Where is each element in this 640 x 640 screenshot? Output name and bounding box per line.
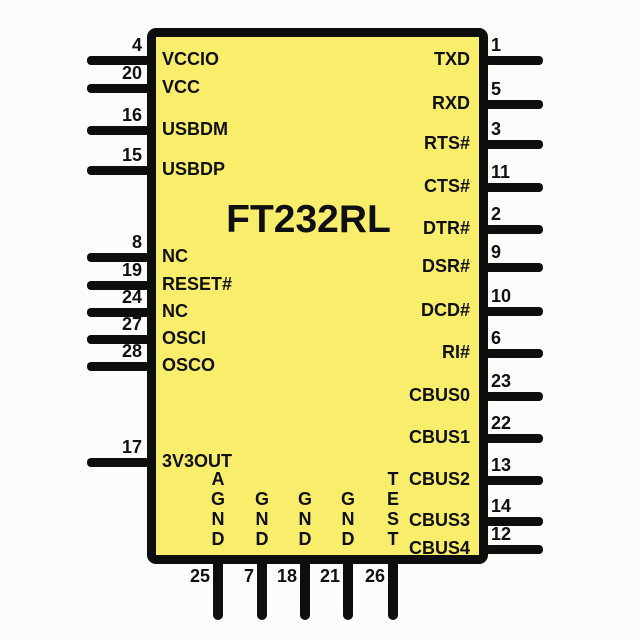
pin-number-27: 27: [121, 314, 142, 334]
pin-label-osci: OSCI: [162, 328, 207, 348]
pin-line-right-14: [485, 517, 543, 526]
pin-number-24: 24: [121, 287, 142, 307]
chip-body: [147, 28, 488, 564]
pin-label-vcc: VCC: [162, 77, 201, 97]
pin-number-6: 6: [491, 328, 502, 348]
pin-line-right-11: [485, 183, 543, 192]
pin-label-cbus1: CBUS1: [408, 427, 470, 447]
pin-number-2: 2: [491, 204, 502, 224]
pin-line-right-22: [485, 434, 543, 443]
pin-number-18: 18: [276, 566, 297, 586]
pin-line-right-9: [485, 263, 543, 272]
pin-label-cts#: CTS#: [423, 176, 470, 196]
pin-number-20: 20: [121, 63, 142, 83]
pin-number-26: 26: [364, 566, 385, 586]
pin-line-right-5: [485, 100, 543, 109]
pin-line-right-3: [485, 140, 543, 149]
pin-label-txd: TXD: [434, 49, 470, 69]
pin-label-dtr#: DTR#: [422, 218, 470, 238]
pin-number-28: 28: [121, 341, 142, 361]
pin-line-right-6: [485, 349, 543, 358]
pin-line-left-4: [87, 56, 150, 65]
pin-label-3v3out: 3V3OUT: [162, 451, 233, 471]
pin-label-nc: NC: [162, 301, 188, 321]
pin-label-usbdp: USBDP: [162, 159, 226, 179]
pin-label-rxd: RXD: [431, 93, 470, 113]
pin-number-23: 23: [491, 371, 512, 391]
pin-label-reset#: RESET#: [162, 274, 233, 294]
pin-line-left-17: [87, 458, 150, 467]
pin-label-test: T E S T: [386, 469, 399, 549]
pin-label-vccio: VCCIO: [162, 49, 220, 69]
pin-label-gnd: G N D: [297, 489, 312, 549]
pin-stub-bottom-18: [300, 558, 310, 620]
pin-number-22: 22: [491, 413, 512, 433]
pin-label-rts#: RTS#: [423, 133, 470, 153]
pin-label-gnd: G N D: [340, 489, 355, 549]
pin-number-13: 13: [491, 455, 512, 475]
pin-number-11: 11: [491, 162, 511, 182]
pin-number-15: 15: [121, 145, 142, 165]
pin-line-left-27: [87, 335, 150, 344]
pin-label-osco: OSCO: [162, 355, 216, 375]
pin-label-cbus4: CBUS4: [408, 538, 470, 558]
pin-number-5: 5: [491, 79, 502, 99]
pin-label-cbus0: CBUS0: [408, 385, 470, 405]
pin-label-nc: NC: [162, 246, 188, 266]
pin-line-right-2: [485, 225, 543, 234]
pin-line-left-8: [87, 253, 150, 262]
pin-label-gnd: G N D: [254, 489, 269, 549]
pin-number-1: 1: [491, 35, 502, 55]
pin-line-right-13: [485, 476, 543, 485]
pin-stub-bottom-26: [388, 558, 398, 620]
pin-line-right-23: [485, 392, 543, 401]
chip-name: FT232RL: [226, 198, 391, 241]
pin-line-left-28: [87, 362, 150, 371]
pin-number-19: 19: [121, 260, 142, 280]
pin-number-12: 12: [491, 524, 512, 544]
pin-label-cbus2: CBUS2: [408, 469, 470, 489]
pin-number-21: 21: [319, 566, 340, 586]
pin-number-4: 4: [131, 35, 142, 55]
pin-stub-bottom-25: [213, 558, 223, 620]
pin-line-right-12: [485, 545, 543, 554]
pin-label-ri#: RI#: [441, 342, 470, 362]
pin-number-8: 8: [131, 232, 142, 252]
pin-number-7: 7: [243, 566, 254, 586]
pin-label-usbdm: USBDM: [162, 119, 228, 139]
pin-number-16: 16: [121, 105, 142, 125]
pin-line-left-16: [87, 126, 150, 135]
pin-number-17: 17: [121, 437, 142, 457]
pin-label-cbus3: CBUS3: [408, 510, 470, 530]
pin-line-left-19: [87, 281, 150, 290]
pin-label-agnd: A G N D: [210, 469, 225, 549]
pin-line-right-10: [485, 307, 543, 316]
pin-line-left-15: [87, 166, 150, 175]
pin-stub-bottom-7: [257, 558, 267, 620]
pin-number-9: 9: [491, 242, 502, 262]
pin-number-3: 3: [491, 119, 502, 139]
pin-line-right-1: [485, 56, 543, 65]
pin-number-10: 10: [491, 286, 512, 306]
pin-line-left-20: [87, 84, 150, 93]
pin-number-14: 14: [491, 496, 512, 516]
pin-number-25: 25: [189, 566, 210, 586]
pin-label-dcd#: DCD#: [420, 300, 470, 320]
pin-label-dsr#: DSR#: [421, 256, 470, 276]
pin-stub-bottom-21: [343, 558, 353, 620]
pin-line-left-24: [87, 308, 150, 317]
